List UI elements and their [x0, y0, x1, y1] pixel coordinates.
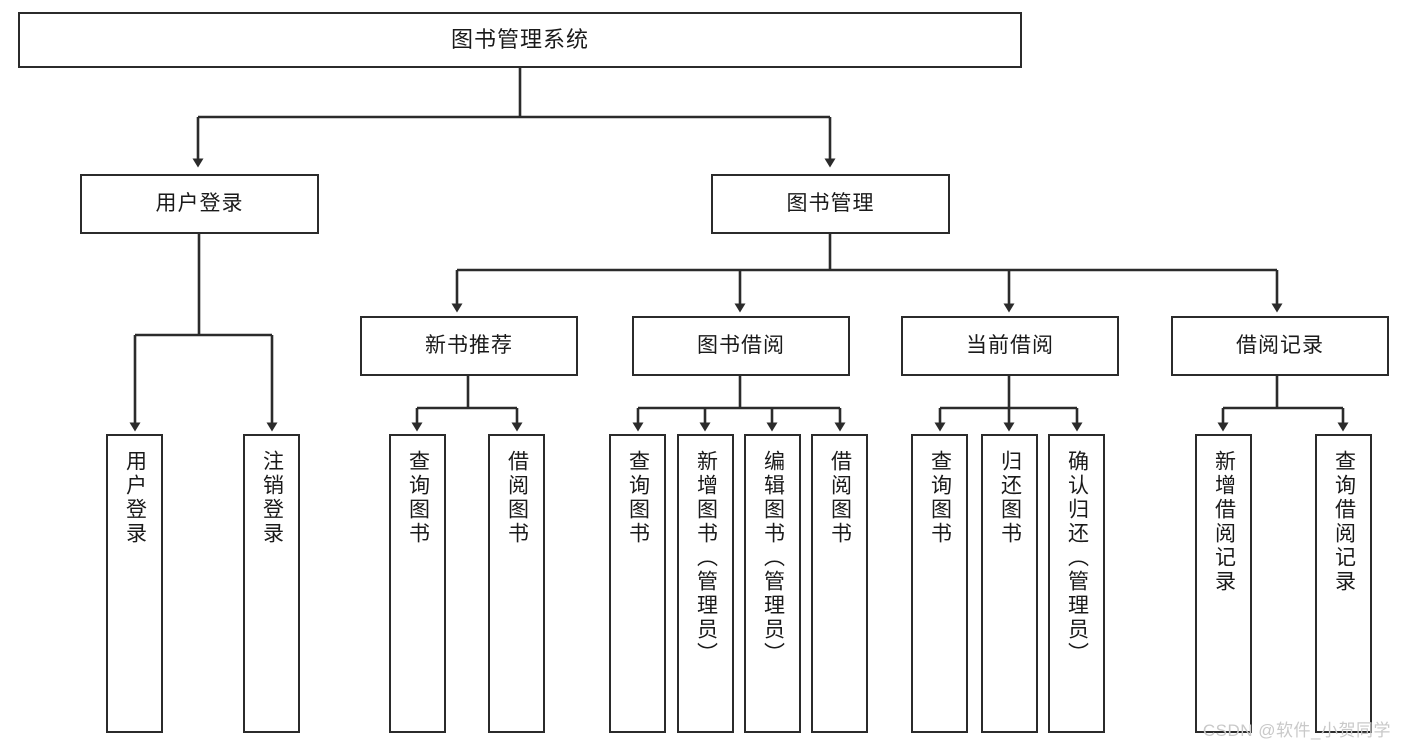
node-label: 图书管理	[786, 191, 875, 215]
leaf-current-borrow-1[interactable]: 查询图书	[911, 434, 968, 733]
leaf-book-borrow-2[interactable]: 新增图书（管理员）	[677, 434, 734, 733]
node-label: 归还图书	[998, 450, 1022, 546]
leaf-borrow-record-2[interactable]: 查询借阅记录	[1315, 434, 1372, 733]
node-label: 借阅图书	[828, 450, 852, 546]
node-label: 编辑图书（管理员）	[761, 450, 785, 666]
node-label: 用户登录	[123, 450, 147, 546]
node-label: 图书借阅	[697, 333, 785, 357]
node-user-login[interactable]: 用户登录	[80, 174, 319, 234]
leaf-borrow-record-1[interactable]: 新增借阅记录	[1195, 434, 1252, 733]
leaf-new-book-1[interactable]: 查询图书	[389, 434, 446, 733]
node-label: 确认归还（管理员）	[1065, 450, 1089, 666]
leaf-book-borrow-4[interactable]: 借阅图书	[811, 434, 868, 733]
node-label: 注销登录	[260, 450, 284, 546]
node-label: 查询借阅记录	[1332, 450, 1356, 594]
node-root-book-management-system[interactable]: 图书管理系统	[18, 12, 1022, 68]
node-label: 新书推荐	[425, 333, 513, 357]
leaf-user-login-1[interactable]: 用户登录	[106, 434, 163, 733]
node-label: 借阅记录	[1236, 333, 1324, 357]
csdn-watermark: CSDN @软件_小贺同学	[1202, 721, 1391, 740]
leaf-book-borrow-3[interactable]: 编辑图书（管理员）	[744, 434, 801, 733]
node-label: 图书管理系统	[450, 27, 589, 53]
node-label: 当前借阅	[966, 333, 1054, 357]
leaf-current-borrow-2[interactable]: 归还图书	[981, 434, 1038, 733]
leaf-book-borrow-1[interactable]: 查询图书	[609, 434, 666, 733]
node-label: 查询图书	[406, 450, 430, 546]
leaf-user-login-2[interactable]: 注销登录	[243, 434, 300, 733]
node-label: 借阅图书	[505, 450, 529, 546]
node-label: 查询图书	[928, 450, 952, 546]
node-book-management[interactable]: 图书管理	[711, 174, 950, 234]
node-label: 新增借阅记录	[1212, 450, 1236, 594]
node-borrow-records[interactable]: 借阅记录	[1171, 316, 1389, 376]
node-book-borrowing[interactable]: 图书借阅	[632, 316, 850, 376]
node-label: 用户登录	[155, 191, 244, 215]
node-label: 查询图书	[626, 450, 650, 546]
leaf-new-book-2[interactable]: 借阅图书	[488, 434, 545, 733]
node-new-book-recommendation[interactable]: 新书推荐	[360, 316, 578, 376]
node-current-borrowing[interactable]: 当前借阅	[901, 316, 1119, 376]
node-label: 新增图书（管理员）	[694, 450, 718, 666]
leaf-current-borrow-3[interactable]: 确认归还（管理员）	[1048, 434, 1105, 733]
